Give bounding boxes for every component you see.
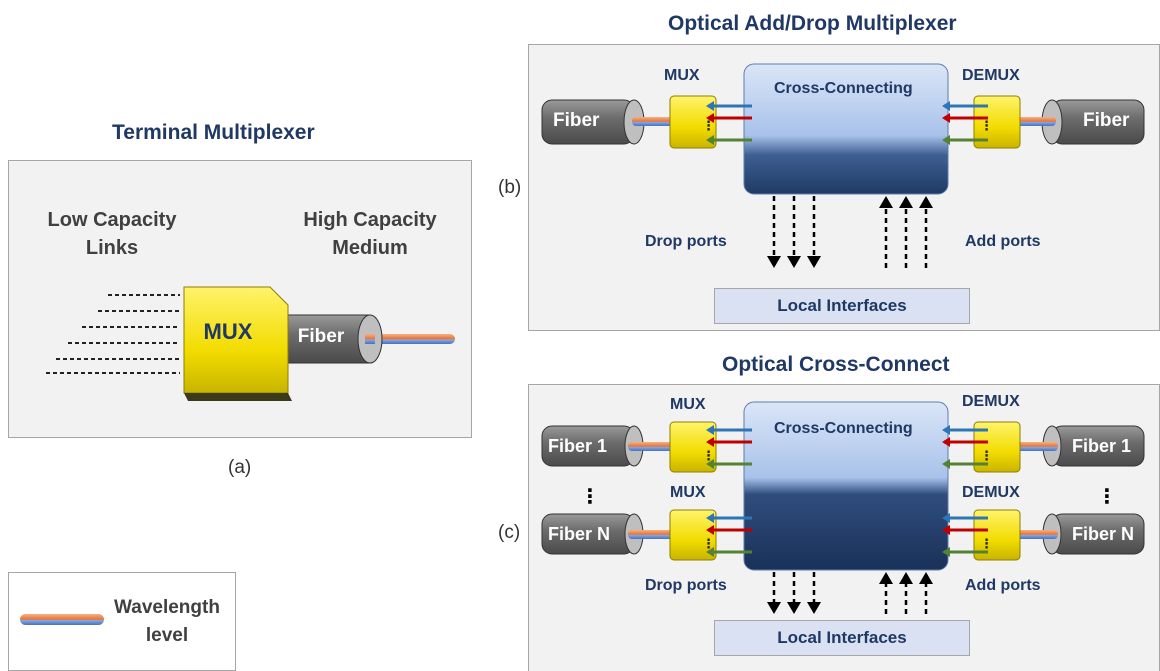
panel-c-caption: (c) (498, 522, 521, 543)
drop-port-arrows (772, 196, 816, 258)
panel-c-add-ports-label: Add ports (965, 577, 1041, 594)
panel-c-title: Optical Cross-Connect (722, 353, 950, 376)
fiber-core (365, 334, 375, 344)
panel-b-demux-label: DEMUX (962, 67, 1020, 84)
panel-a-title: Terminal Multiplexer (112, 121, 315, 144)
low-capacity-label: Low Capacity Links (47, 209, 177, 259)
panel-b-add-ports-label: Add ports (965, 233, 1041, 250)
wavelength-bar (1010, 442, 1058, 451)
panel-b-drop-ports-label: Drop ports (645, 233, 727, 250)
panel-b-cross-connecting-label: Cross-Connecting (774, 80, 913, 97)
wavelength-bar (628, 530, 676, 539)
panel-c-mux-bottom-label: MUX (670, 484, 706, 501)
low-capacity-lines (46, 294, 180, 374)
svg-text:⋮: ⋮ (702, 118, 715, 133)
demux-top-block (973, 421, 1021, 473)
drop-port-arrows (772, 572, 816, 604)
demux-arrows (942, 101, 988, 145)
mux-block (183, 286, 289, 394)
fiber-label: Fiber (297, 326, 345, 347)
high-capacity-label: High Capacity Medium (303, 209, 437, 259)
svg-text:⋮: ⋮ (702, 536, 715, 551)
panel-c-left-ellipsis: ⋮ (580, 486, 600, 508)
svg-text:⋮: ⋮ (702, 448, 715, 463)
panel-c-right-ellipsis: ⋮ (1097, 486, 1117, 508)
wavelength-bar (628, 442, 676, 451)
svg-text:⋮: ⋮ (980, 536, 993, 551)
legend-label: Wavelength level (114, 597, 220, 646)
panel-b-title: Optical Add/Drop Multiplexer (668, 12, 957, 35)
add-port-arrows (884, 206, 928, 268)
fiber-cylinder (279, 314, 371, 364)
panel-c-local-interfaces: Local Interfaces (714, 620, 970, 656)
panel-b-fiber-left-label: Fiber (553, 110, 600, 131)
panel-b-local-interfaces: Local Interfaces (714, 288, 970, 324)
demux-bottom-block (973, 509, 1021, 561)
mux-bottom-block (669, 509, 717, 561)
panel-c-cross-connecting-label: Cross-Connecting (774, 420, 913, 437)
terminal-mux-diagram (46, 286, 455, 401)
panel-c-fiber-right-top-label: Fiber 1 (1072, 436, 1132, 456)
oadm-diagram: ⋮ ⋮ (541, 63, 1145, 268)
demux-block (973, 95, 1021, 149)
demux-arrows (942, 425, 988, 557)
oxc-diagram: ⋮ ⋮ ⋮ ⋮ (541, 401, 1145, 614)
panel-c-fiber-left-bottom-label: Fiber N (548, 524, 611, 544)
svg-text:⋮: ⋮ (980, 118, 993, 133)
cross-connecting-block (743, 63, 949, 195)
panel-b-caption: (b) (498, 177, 522, 198)
wavelength-bar (1010, 117, 1056, 126)
panel-b-fiber-right-label: Fiber (1083, 110, 1130, 131)
svg-text:⋮: ⋮ (980, 448, 993, 463)
panel-c-fiber-right-bottom-label: Fiber N (1072, 524, 1135, 544)
mux-arrows (706, 425, 752, 557)
panel-b-mux-label: MUX (664, 67, 700, 84)
panel-c-drop-ports-label: Drop ports (645, 577, 727, 594)
mux-shadow (184, 393, 292, 401)
wavelength-bar (1010, 530, 1058, 539)
mux-top-block (669, 421, 717, 473)
wavelength-bar (632, 117, 678, 126)
legend-wavelength-icon (20, 614, 104, 625)
add-port-arrows (884, 582, 928, 614)
mux-arrows (706, 101, 752, 145)
panel-c-fiber-left-top-label: Fiber 1 (548, 436, 608, 456)
cross-connecting-block (743, 401, 949, 571)
panel-a-caption: (a) (228, 457, 252, 478)
panel-c-mux-top-label: MUX (670, 396, 706, 413)
mux-block (669, 95, 717, 149)
panel-c-demux-top-label: DEMUX (962, 393, 1020, 410)
mux-label: MUX (203, 319, 253, 344)
panel-c-demux-bottom-label: DEMUX (962, 484, 1020, 501)
